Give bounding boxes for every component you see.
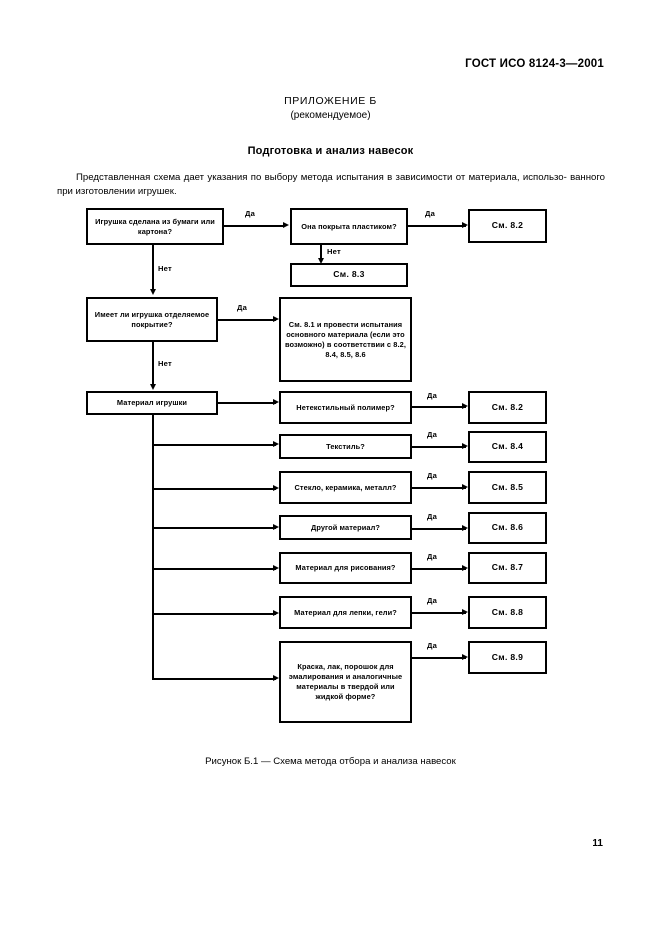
edge-material-to-other [152,527,276,529]
edge-glass-to-8-5 [412,487,466,489]
edge-modelling-to-8-8 [412,612,466,614]
node-question-other-material: Другой материал? [279,515,412,540]
node-question-plastic-coated: Она покрыта пластиком? [290,208,408,245]
node-result-8-6: См. 8.6 [468,512,547,544]
edge-drawing-to-8-7 [412,568,466,570]
page-number: 11 [592,838,603,849]
edge-paper-no-down [152,245,154,293]
arrow-right-icon [273,316,279,322]
edge-label-yes-polymer: Да [427,391,438,400]
figure-caption: Рисунок Б.1 — Схема метода отбора и анал… [205,756,456,767]
node-question-removable-coating: Имеет ли игрушка отделяемое покрытие? [86,297,218,342]
edge-material-to-textile [152,444,276,446]
arrow-right-icon [273,565,279,571]
node-question-textile: Текстиль? [279,434,412,459]
node-result-8-4: См. 8.4 [468,431,547,463]
edge-label-yes-glass: Да [427,471,438,480]
arrow-down-icon [149,289,156,295]
edge-material-to-glass [152,488,276,490]
edge-label-yes-modelling: Да [427,596,438,605]
node-result-8-7: См. 8.7 [468,552,547,584]
intro-line-1: Представленная схема дает указания по вы… [76,172,567,183]
edge-paint-to-8-9 [412,657,466,659]
arrow-right-icon [462,565,468,571]
node-result-8-8: См. 8.8 [468,596,547,629]
edge-label-no-paper: Нет [158,264,172,273]
node-question-modelling-material: Материал для лепки, гели? [279,596,412,629]
arrow-down-icon [317,258,324,264]
arrow-right-icon [462,609,468,615]
edge-label-no-plastic: Нет [327,247,341,256]
arrow-right-icon [273,524,279,530]
arrow-right-icon [273,675,279,681]
node-toy-material: Материал игрушки [86,391,218,415]
edge-plastic-to-8-3 [320,245,322,262]
edge-material-to-modelling [152,613,276,615]
edge-other-to-8-6 [412,528,466,530]
edge-paper-to-plastic [224,225,285,227]
arrow-right-icon [462,484,468,490]
intro-line-2: ванного при изготовлении игрушек. [57,172,605,197]
arrow-right-icon [273,610,279,616]
edge-coating-to-8-1-block [218,319,276,321]
edge-label-no-coating: Нет [158,359,172,368]
node-result-8-1-block: См. 8.1 и провести испытания основного м… [279,297,412,382]
edge-label-yes-textile: Да [427,430,438,439]
edge-label-yes-paint: Да [427,641,438,650]
arrow-right-icon [273,485,279,491]
edge-label-yes-coating: Да [237,303,248,312]
arrow-right-icon [273,399,279,405]
node-question-glass-ceramic-metal: Стекло, керамика, металл? [279,471,412,504]
arrow-right-icon [462,654,468,660]
intro-paragraph: Представленная схема дает указания по вы… [57,171,605,198]
edge-material-trunk [152,415,154,680]
arrow-right-icon [462,222,468,228]
edge-polymer-to-8-2 [412,406,466,408]
edge-plastic-to-8-2 [408,225,466,227]
node-result-8-2: См. 8.2 [468,391,547,424]
node-question-paint-varnish: Краска, лак, порошок для эмалирования и … [279,641,412,723]
edge-label-yes-other: Да [427,512,438,521]
node-result-8-9: См. 8.9 [468,641,547,674]
section-heading: Подготовка и анализ навесок [247,145,414,157]
node-question-drawing-material: Материал для рисования? [279,552,412,584]
standard-header: ГОСТ ИСО 8124-3—2001 [465,58,604,70]
arrow-right-icon [462,443,468,449]
node-question-paper-or-cardboard: Игрушка сделана из бумаги или картона? [86,208,224,245]
annex-title: ПРИЛОЖЕНИЕ Б [284,95,377,107]
node-result-8-3: См. 8.3 [290,263,408,287]
node-result-8-2-top: См. 8.2 [468,209,547,243]
arrow-right-icon [462,525,468,531]
edge-textile-to-8-4 [412,446,466,448]
edge-material-to-drawing [152,568,276,570]
edge-material-to-polymer [218,402,276,404]
arrow-right-icon [462,403,468,409]
arrow-right-icon [273,441,279,447]
edge-coating-no-down [152,342,154,388]
edge-material-to-paint [152,678,276,680]
edge-label-yes-drawing: Да [427,552,438,561]
node-question-nontextile-polymer: Нетекстильный полимер? [279,391,412,424]
node-result-8-5: См. 8.5 [468,471,547,504]
annex-subtitle: (рекомендуемое) [290,110,371,121]
edge-label-yes-paper: Да [245,209,256,218]
arrow-right-icon [283,222,289,228]
arrow-down-icon [149,384,156,390]
edge-label-yes-plastic: Да [425,209,436,218]
